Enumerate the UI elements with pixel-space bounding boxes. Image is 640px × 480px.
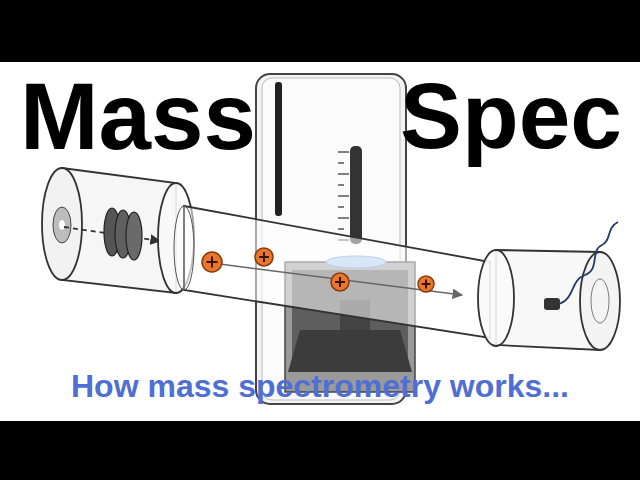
ion	[418, 276, 434, 292]
ion-source-cylinder	[42, 168, 194, 293]
ion	[202, 252, 222, 272]
detector-cylinder	[478, 222, 620, 350]
title-word: Spec	[400, 70, 622, 163]
ion-path	[204, 262, 462, 295]
ions	[202, 248, 434, 292]
plus-symbol	[422, 280, 431, 289]
bottom-bar	[0, 421, 640, 480]
plus-symbol	[259, 252, 269, 262]
top-bar	[0, 0, 640, 62]
caption: How mass spectrometry works...	[71, 370, 569, 402]
plus-symbol	[335, 277, 345, 287]
flight-tube	[174, 206, 490, 338]
plus-symbol	[207, 257, 218, 268]
title-word: Mass	[20, 70, 256, 164]
ion	[331, 273, 349, 291]
detector-wire	[558, 222, 618, 304]
ion	[255, 248, 273, 266]
